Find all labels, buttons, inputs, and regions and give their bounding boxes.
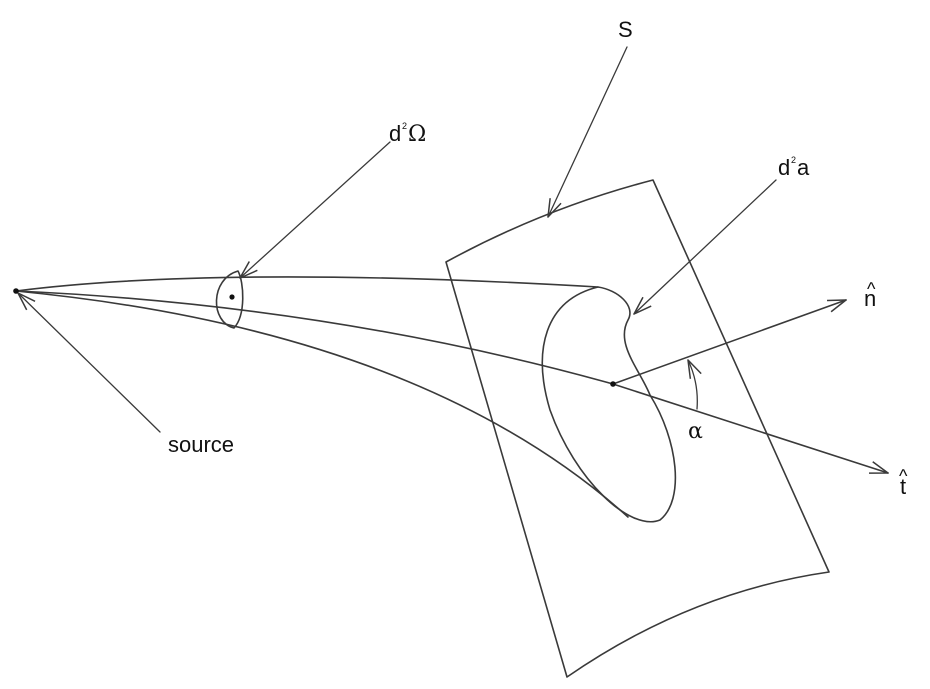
solid-angle-leader (239, 141, 391, 279)
svg-text:d: d (389, 121, 401, 146)
source-leader (17, 292, 161, 433)
central-ray (15, 290, 614, 385)
source-point (13, 288, 19, 294)
angle-arc (687, 359, 702, 410)
surface-label: S (618, 17, 633, 42)
area-leader (633, 179, 777, 315)
solid-angle-label: d 2 Ω (389, 121, 426, 147)
svg-text:a: a (797, 155, 810, 180)
tangent-vector (612, 383, 889, 474)
cone-upper-edge (15, 276, 599, 292)
tangent-label: ^ t (899, 466, 908, 499)
surface-s (445, 179, 830, 678)
area-element (541, 286, 677, 523)
svg-text:^: ^ (867, 279, 876, 299)
svg-text:^: ^ (899, 466, 908, 486)
area-center-point (610, 381, 616, 387)
surface-leader (547, 46, 628, 218)
normal-label: ^ n (864, 279, 876, 311)
svg-text:Ω: Ω (408, 122, 426, 147)
solid-angle-element (215, 270, 244, 329)
source-label: source (168, 432, 234, 457)
svg-text:d: d (778, 155, 790, 180)
svg-text:2: 2 (791, 155, 796, 165)
svg-text:t: t (900, 474, 906, 499)
angle-label: α (688, 419, 703, 444)
solid-angle-center-point (229, 294, 235, 300)
svg-text:2: 2 (402, 121, 407, 131)
cone-lower-edge (15, 290, 629, 518)
svg-text:n: n (864, 286, 876, 311)
area-label: d 2 a (778, 155, 810, 180)
normal-vector (612, 299, 847, 385)
